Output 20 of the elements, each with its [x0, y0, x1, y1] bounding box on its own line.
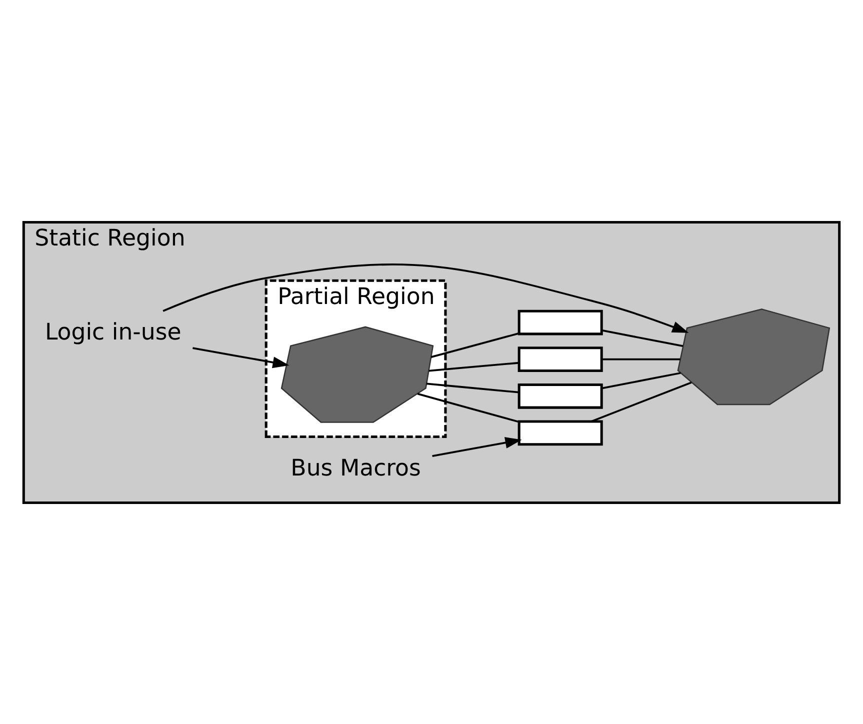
- arrow: [432, 436, 522, 456]
- connector: [430, 332, 520, 358]
- node-box: [518, 346, 603, 372]
- arrow: [162, 263, 689, 332]
- node-polygon: [280, 326, 434, 422]
- node-box: [518, 309, 603, 335]
- connector: [417, 392, 520, 422]
- connector: [602, 358, 680, 360]
- connector: [426, 382, 519, 393]
- connector: [590, 381, 692, 422]
- node-text: Logic in-use: [44, 319, 182, 346]
- connector: [428, 361, 519, 372]
- node-text: Bus Macros: [290, 454, 421, 481]
- node-box: [518, 420, 603, 446]
- connector: [602, 328, 684, 347]
- connector: [602, 372, 681, 389]
- cluster: Partial Region: [264, 278, 447, 438]
- node-polygon: [677, 308, 830, 405]
- node-box: [518, 382, 603, 408]
- arrow: [192, 346, 290, 368]
